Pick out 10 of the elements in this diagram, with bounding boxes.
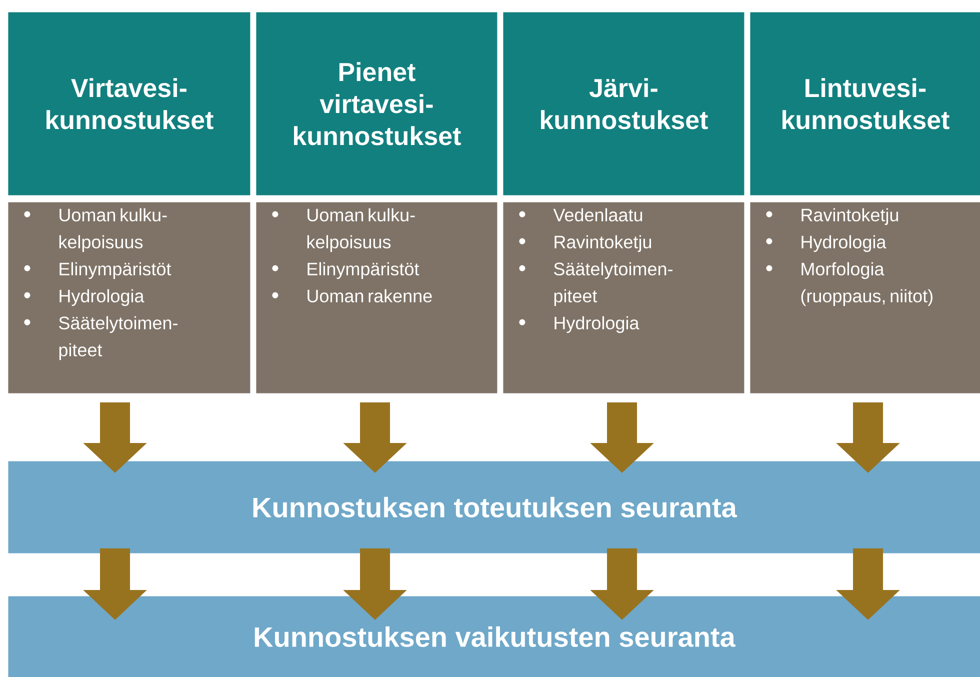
- header-box: Virtavesi-kunnostukset: [8, 12, 250, 196]
- header-box: Lintuvesi-kunnostukset: [750, 12, 980, 196]
- header-box: Järvi-kunnostukset: [503, 12, 744, 196]
- bullet-list-box: Uoman kulku-kelpoisuus Elinympäristöt Hydrologia Säätelytoimen-piteet: [8, 202, 250, 394]
- header-box: Pienet virtavesi-kunnostukset: [256, 12, 498, 196]
- bullet-list-box: Vedenlaatu Ravintoketju Säätelytoimen-piteet Hydrologia: [503, 202, 744, 394]
- band-box: Kunnostuksen vaikutusten seuranta: [8, 596, 980, 677]
- bullet-list-box: Uoman kulku-kelpoisuus Elinympäristöt Uoman rakenne: [256, 202, 498, 394]
- band-box: Kunnostuksen toteutuksen seuranta: [8, 461, 980, 554]
- bullet-list-box: Ravintoketju Hydrologia Morfologia (ruoppaus, niitot): [750, 202, 980, 394]
